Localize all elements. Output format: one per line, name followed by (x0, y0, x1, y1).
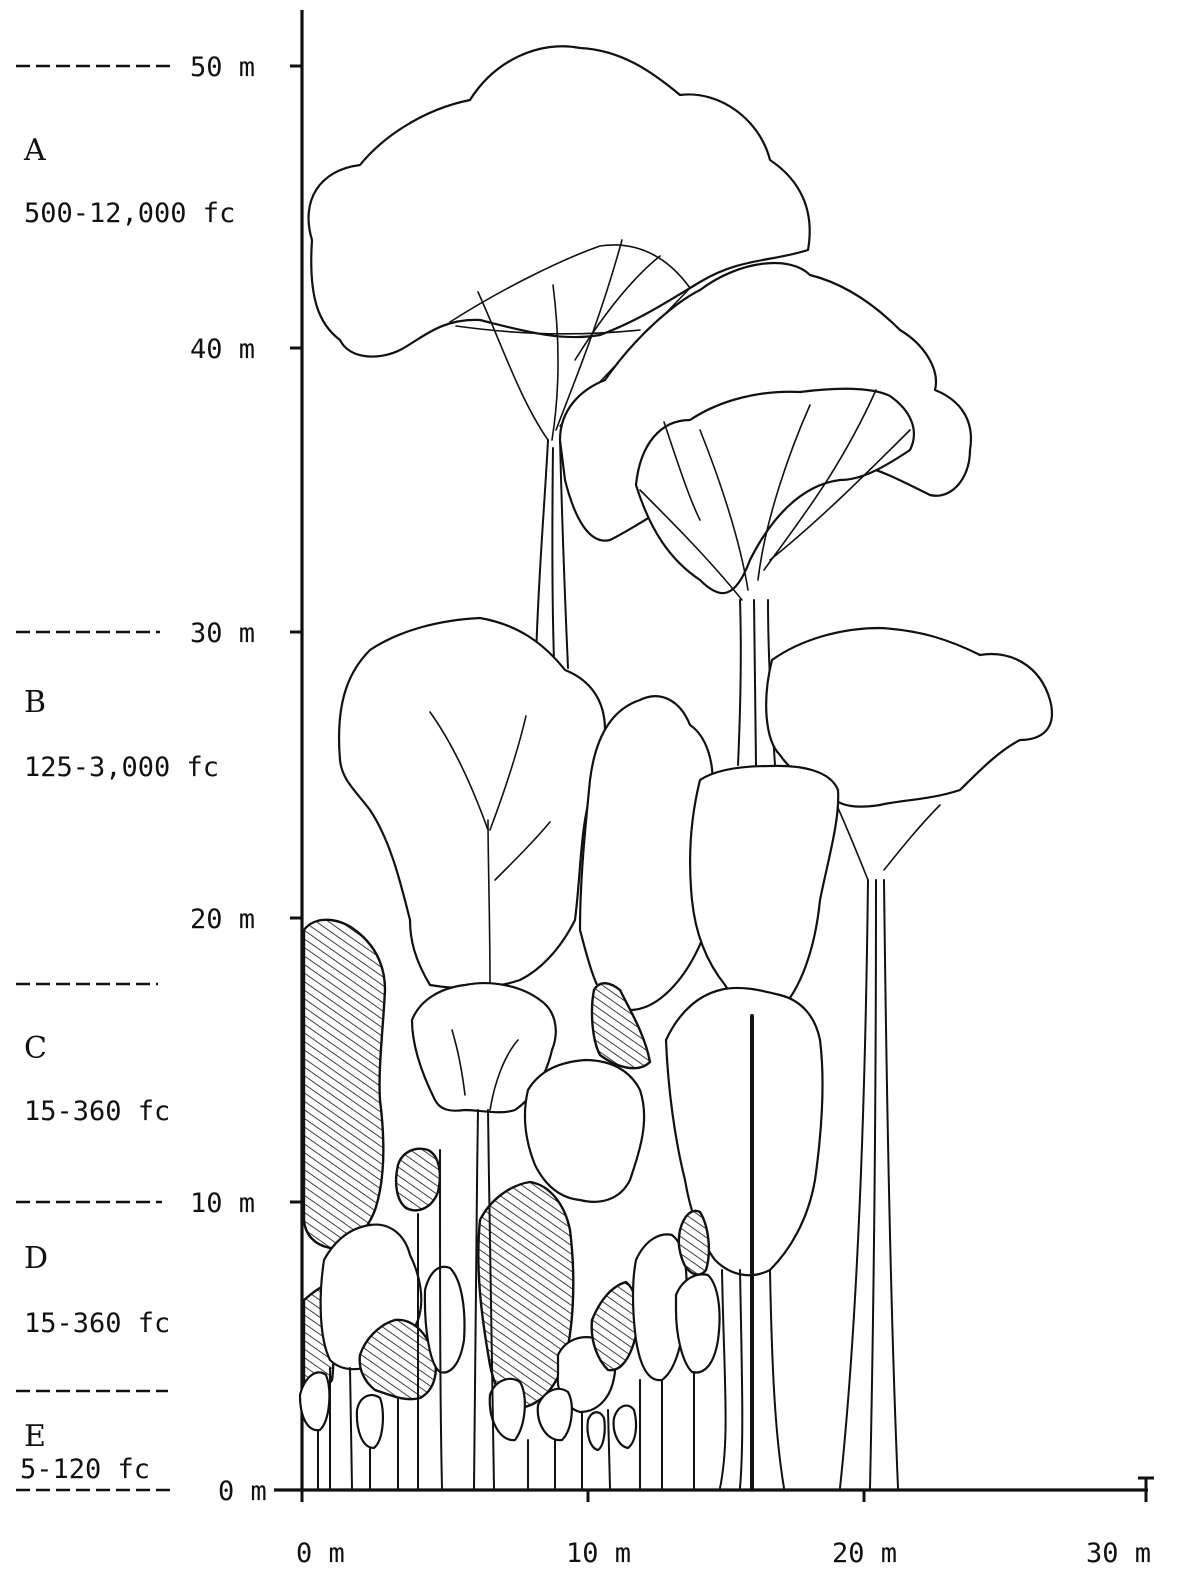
trunk-u16 (720, 1270, 726, 1488)
d-hatched-ball (396, 1149, 440, 1211)
trunk-u17 (740, 1270, 742, 1488)
trunk-u7 (474, 1110, 478, 1488)
e-crown-4 (538, 1389, 572, 1440)
trunk-u18 (770, 1270, 784, 1488)
emergent-trunk-a1-l (536, 440, 548, 660)
y-tick-label-20: 20 m (190, 904, 255, 935)
stratum-b-letter: B (24, 685, 46, 720)
trunk-u12 (608, 1410, 610, 1488)
y-tick-label-0: 0 m (218, 1476, 267, 1507)
canopy-branch-b-right-1 (838, 808, 868, 880)
emergent-trunk-a2-m (754, 600, 756, 765)
x-tick-label-10: 10 m (566, 1538, 631, 1569)
stratum-d-letter: D (24, 1241, 48, 1276)
emergent-trunk-a2-l (738, 600, 741, 765)
canopy-trunk-b-right-r (884, 880, 898, 1488)
y-tick-label-30: 30 m (190, 618, 255, 649)
hatched-shrub-left (304, 920, 385, 1248)
stratum-a-letter: A (23, 133, 46, 168)
emergent-trunk-a1-m (552, 448, 554, 660)
stratum-c-letter: C (24, 1031, 47, 1066)
stratum-e-illumination: 5-120 fc (20, 1454, 150, 1485)
trees (300, 46, 1052, 1488)
d-hatched-small-right (679, 1211, 709, 1275)
stratum-b-illumination: 125-3,000 fc (24, 752, 219, 783)
canopy-trunk-b-right-l (840, 880, 868, 1488)
stratum-c-illumination: 15-360 fc (24, 1096, 170, 1127)
d-hatched-right (592, 1282, 638, 1370)
e-crown-5 (587, 1412, 604, 1450)
c-crown-2 (525, 1060, 644, 1202)
hatched-crown-left (304, 920, 385, 1248)
canopy-trunk-b-right-m (870, 880, 876, 1488)
d-crown-5 (676, 1274, 720, 1372)
canopy-branch-b-right-2 (884, 805, 940, 870)
stratum-e-letter: E (24, 1419, 46, 1454)
d-crown-2 (425, 1267, 465, 1373)
e-crown-6 (614, 1406, 636, 1448)
stratum-a-illumination: 500-12,000 fc (24, 198, 235, 229)
y-tick-label-50: 50 m (190, 52, 255, 83)
y-tick-label-40: 40 m (190, 334, 255, 365)
canopy-tree-b-left (339, 618, 605, 988)
e-crown-2 (357, 1395, 383, 1448)
x-tick-label-20: 20 m (832, 1538, 897, 1569)
x-tick-label-30: 30 m (1086, 1538, 1151, 1569)
canopy-crown-b-back (690, 766, 838, 1014)
x-tick-label-0: 0 m (296, 1538, 345, 1569)
trunk-u3 (350, 1368, 352, 1488)
y-tick-label-10: 10 m (190, 1188, 255, 1219)
canopy-crown-b-left (339, 618, 605, 988)
stratum-d-illumination: 15-360 fc (24, 1308, 170, 1339)
e-crown-3 (490, 1379, 525, 1440)
